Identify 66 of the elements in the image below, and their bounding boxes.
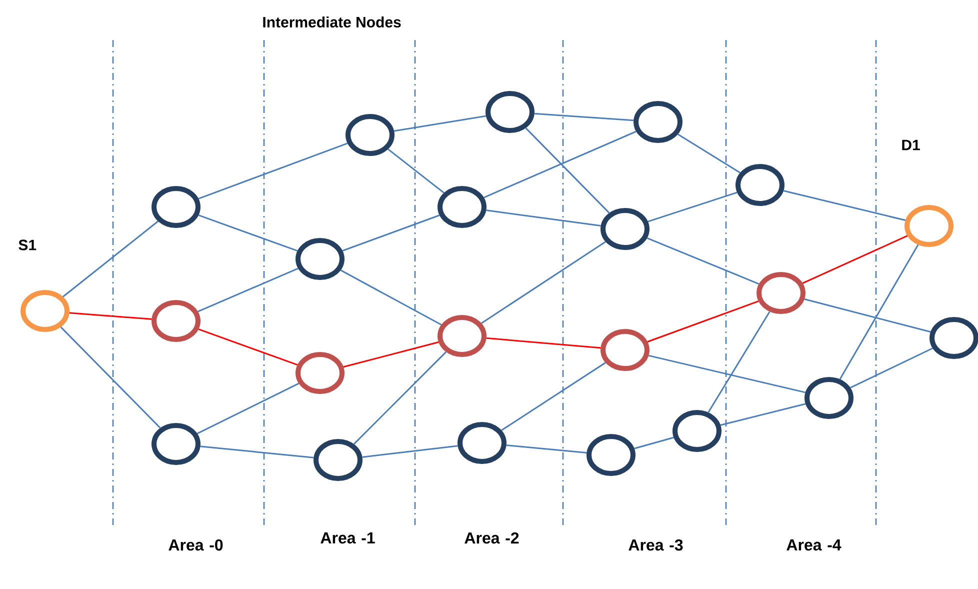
connection-line xyxy=(342,214,440,252)
area-label: Area -4 xyxy=(786,539,842,551)
node-circle xyxy=(296,238,344,280)
node-circle xyxy=(314,439,362,481)
node-circle xyxy=(296,352,344,394)
node-circle xyxy=(586,434,636,476)
node-circle xyxy=(152,423,200,465)
node-circle xyxy=(152,186,200,228)
node-circle xyxy=(634,101,682,143)
connection-line xyxy=(506,444,587,454)
connection-line xyxy=(394,115,486,132)
connection-line xyxy=(484,130,636,198)
area-label: Area -1 xyxy=(320,532,375,544)
connection-line xyxy=(62,220,158,298)
connection-line xyxy=(60,326,161,428)
node-circle xyxy=(486,91,534,133)
connection-line xyxy=(783,190,906,221)
connection-line xyxy=(802,235,908,284)
connection-line xyxy=(720,403,806,426)
node-circle xyxy=(438,186,486,228)
connection-line xyxy=(677,134,741,174)
node-label: S1 xyxy=(18,240,36,250)
connection-line xyxy=(648,354,806,394)
connection-line xyxy=(839,244,919,380)
connection-line xyxy=(200,446,314,458)
connection-line xyxy=(647,300,759,342)
node-circle xyxy=(756,272,806,314)
node-circle xyxy=(600,208,650,250)
connection-line xyxy=(634,436,674,450)
connection-line xyxy=(196,382,300,434)
connection-line xyxy=(708,311,770,413)
connection-line xyxy=(850,348,933,388)
connection-line xyxy=(198,328,298,366)
connection-line xyxy=(198,142,348,200)
node-label: D1 xyxy=(902,140,920,150)
area-label: Area -2 xyxy=(464,532,519,544)
node-circle xyxy=(904,205,954,247)
area-label: Area -3 xyxy=(628,539,683,551)
connection-line xyxy=(343,341,439,368)
connection-line xyxy=(198,214,298,252)
node-circle xyxy=(152,300,200,342)
node-circle xyxy=(672,410,722,452)
connection-line xyxy=(388,148,444,194)
node-circle xyxy=(600,329,650,371)
connection-line xyxy=(481,241,606,324)
connection-line xyxy=(648,192,738,222)
diagram-title: Intermediate Nodes xyxy=(263,16,401,28)
area-label: Area -0 xyxy=(168,539,223,551)
node-circle xyxy=(458,422,506,464)
connection-line xyxy=(646,237,760,285)
connection-line xyxy=(534,112,634,122)
connection-line xyxy=(501,362,606,431)
connection-line xyxy=(69,312,152,320)
connection-line xyxy=(804,298,931,333)
node-circle xyxy=(438,315,486,357)
node-circle xyxy=(20,290,70,332)
node-circle xyxy=(736,164,784,206)
connection-line xyxy=(353,351,447,445)
connection-line xyxy=(525,128,610,214)
node-circle xyxy=(804,377,854,419)
connection-line xyxy=(486,210,601,226)
node-circle xyxy=(346,114,394,156)
connection-line xyxy=(198,268,298,312)
connection-line xyxy=(362,445,458,458)
connection-line xyxy=(340,270,442,326)
connection-line xyxy=(486,337,601,349)
